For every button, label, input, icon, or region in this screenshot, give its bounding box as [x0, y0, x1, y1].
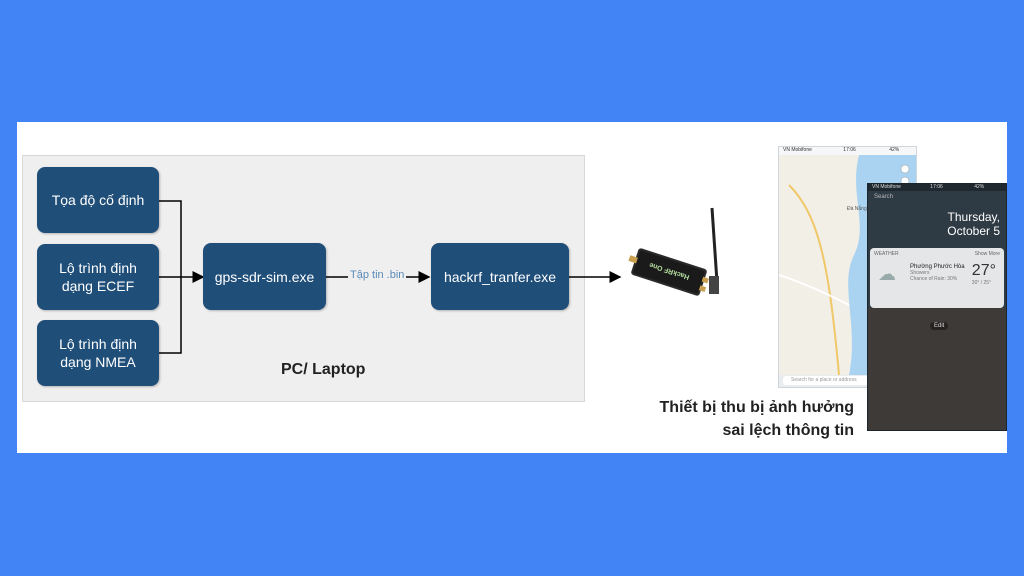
- hackrf-device-image: HackRF One: [628, 207, 719, 296]
- node-nmea-route: Lộ trình định dạng NMEA: [37, 320, 159, 386]
- map-search-field: Search for a place or address: [783, 376, 912, 385]
- connector-fixed: [159, 200, 182, 277]
- lockscreen-search: Search: [874, 194, 894, 200]
- map-city-label: Đà Nẵng: [847, 205, 867, 212]
- device-caption-line1: Thiết bị thu bị ảnh hưởng: [659, 399, 854, 416]
- node-hackrf-transfer: hackrf_tranfer.exe: [431, 243, 569, 310]
- node-fixed-coordinates: Tọa độ cố định: [37, 167, 159, 233]
- node-fixed-coordinates-label: Tọa độ cố định: [51, 192, 145, 208]
- phone-front-time: 17:06: [930, 184, 943, 190]
- phone-front-carrier: VN Mobifone: [872, 184, 901, 190]
- node-ecef-route: Lộ trình định dạng ECEF: [37, 244, 159, 310]
- weather-widget: WEATHER Show More ☁ Phường Phước Hòa Sho…: [870, 248, 1004, 308]
- weather-temp-range: 30° / 25°: [971, 280, 992, 286]
- edge-label-bin-file: Tập tin .bin: [348, 269, 407, 281]
- weather-condition: Showers: [910, 270, 930, 276]
- phone-back-battery: 42%: [889, 147, 900, 153]
- lockscreen-wallpaper: Edit: [868, 308, 1006, 430]
- node-nmea-label-line1: Lộ trình định: [59, 336, 137, 352]
- phone-back-status-bar: VN Mobifone 17:06 42%: [779, 147, 916, 155]
- lockscreen-day: Thursday,: [947, 210, 1000, 224]
- phone-front-status-bar: VN Mobifone 17:06 42%: [868, 184, 1006, 191]
- lockscreen-edit-button: Edit: [930, 322, 949, 330]
- weather-widget-title: WEATHER: [874, 251, 899, 257]
- node-gps-sdr-sim-label: gps-sdr-sim.exe: [214, 268, 315, 285]
- lockscreen-date-value: October 5: [947, 224, 1000, 238]
- node-ecef-label-line1: Lộ trình định: [59, 260, 137, 276]
- weather-widget-more: Show More: [974, 251, 1000, 257]
- phone-front-battery: 42%: [974, 184, 985, 190]
- node-ecef-label-line2: dạng ECEF: [61, 278, 135, 294]
- device-caption: Thiết bị thu bị ảnh hưởng sai lệch thông…: [622, 396, 854, 442]
- slide: Tọa độ cố định Lộ trình định dạng ECEF L…: [17, 122, 1007, 453]
- weather-rain-chance: Chance of Rain: 30%: [910, 276, 958, 282]
- cloud-rain-icon: ☁: [878, 264, 896, 284]
- lockscreen-date: Thursday, October 5: [947, 210, 1000, 238]
- device-caption-line2: sai lệch thông tin: [722, 422, 854, 439]
- weather-temp-value: 27°: [971, 262, 996, 279]
- connector-nmea: [159, 277, 182, 354]
- node-hackrf-transfer-label: hackrf_tranfer.exe: [443, 268, 557, 285]
- pc-laptop-label: PC/ Laptop: [281, 361, 366, 378]
- weather-temperature: 27° 30° / 25°: [972, 262, 996, 286]
- weather-place: Phường Phước Hòa Showers Chance of Rain:…: [910, 264, 965, 282]
- weather-place-name: Phường Phước Hòa: [910, 264, 965, 270]
- node-gps-sdr-sim: gps-sdr-sim.exe: [203, 243, 326, 310]
- phone-lockscreen-screenshot: VN Mobifone 17:06 42% Search Thursday, O…: [867, 183, 1007, 431]
- phone-back-carrier: VN Mobifone: [783, 147, 812, 153]
- phone-back-time: 17:06: [843, 147, 856, 153]
- node-nmea-label-line2: dạng NMEA: [60, 354, 136, 370]
